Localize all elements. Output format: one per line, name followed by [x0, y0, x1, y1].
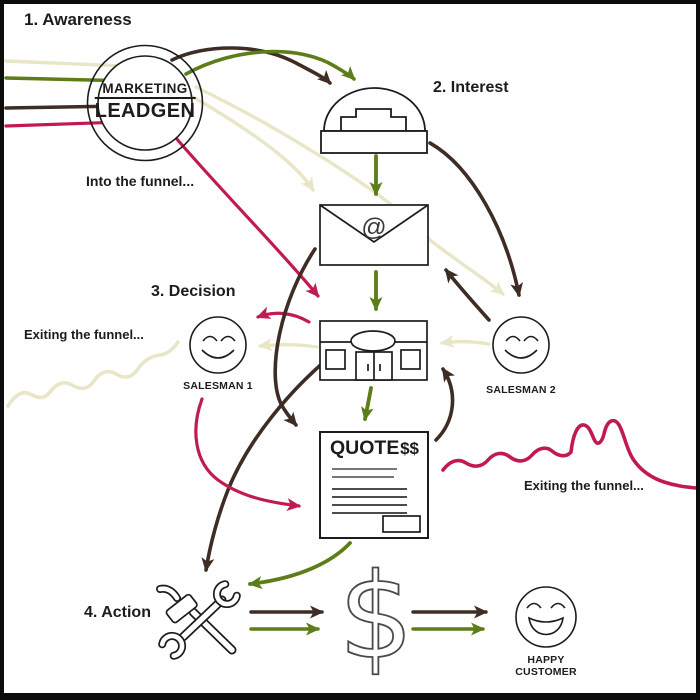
dollar-sign-icon: $ [338, 547, 413, 685]
arrow-phone-to-salesman2-brown [428, 141, 524, 297]
happy-customer-label: HAPPY CUSTOMER [515, 654, 577, 678]
arrow-salesman2-to-shop-cream [440, 335, 491, 348]
arrow-hub-to-phone-green [184, 49, 356, 81]
into-funnel-note: Into the funnel... [86, 173, 195, 189]
salesman2-smiley-face-icon [492, 316, 550, 374]
exiting-funnel-note-right: Exiting the funnel... [524, 478, 644, 493]
email-envelope-icon [319, 204, 429, 266]
quote-amount-text: $$ [400, 439, 419, 458]
marketing-leadgen-circle [86, 44, 204, 162]
quote-document-icon [319, 431, 429, 539]
stage-label-awareness: 1. Awareness [24, 10, 132, 29]
happy-customer-label-line2: CUSTOMER [515, 666, 577, 679]
salesman2-label: SALESMAN 2 [486, 384, 556, 396]
arrow-salesman2-to-email-brown [444, 268, 491, 322]
stage-label-interest: 2. Interest [433, 79, 509, 96]
at-symbol: @ [361, 213, 387, 242]
telephone-icon [320, 87, 428, 154]
arrow-salesman1-to-quote-crimson [194, 397, 301, 512]
salesman1-smiley-face-icon [189, 316, 247, 374]
exit-squiggles [6, 340, 698, 490]
happy-customer-face-icon [515, 586, 577, 648]
arrow-quote-to-tools-green [248, 541, 352, 590]
quote-title-text: QUOTE [330, 437, 400, 459]
stage-label-action: 4. Action [84, 604, 151, 621]
arrow-hub-to-phone-brown [170, 46, 332, 85]
arrow-hub-to-email-cream [191, 95, 315, 192]
arrow-shop-to-salesman1-cream [258, 338, 319, 352]
arrow-hub-to-shop-crimson [174, 136, 320, 298]
arrow-shop-to-quote-green [360, 386, 374, 421]
arrow-quote-to-shop-brown [434, 367, 455, 442]
quote-doc-title: QUOTE $$ [330, 437, 419, 460]
arrow-email-to-quote-brown [273, 247, 317, 427]
hub-label: MARKETING LEADGEN [94, 81, 196, 123]
exit-squiggle-right-crimson [441, 418, 698, 490]
arrow-shop-to-tools-brown [201, 354, 333, 572]
salesman1-label: SALESMAN 1 [183, 380, 253, 392]
exiting-funnel-note-left: Exiting the funnel... [24, 327, 144, 342]
storefront-icon [319, 320, 428, 381]
hub-label-leadgen: LEADGEN [94, 100, 196, 122]
hub-label-marketing: MARKETING [94, 81, 196, 99]
flow-arrows [170, 46, 524, 636]
stage-label-decision: 3. Decision [151, 283, 236, 300]
exit-squiggle-left-cream [6, 340, 180, 408]
crossed-tools-icon [156, 580, 241, 660]
happy-customer-label-line1: HAPPY [527, 654, 565, 666]
